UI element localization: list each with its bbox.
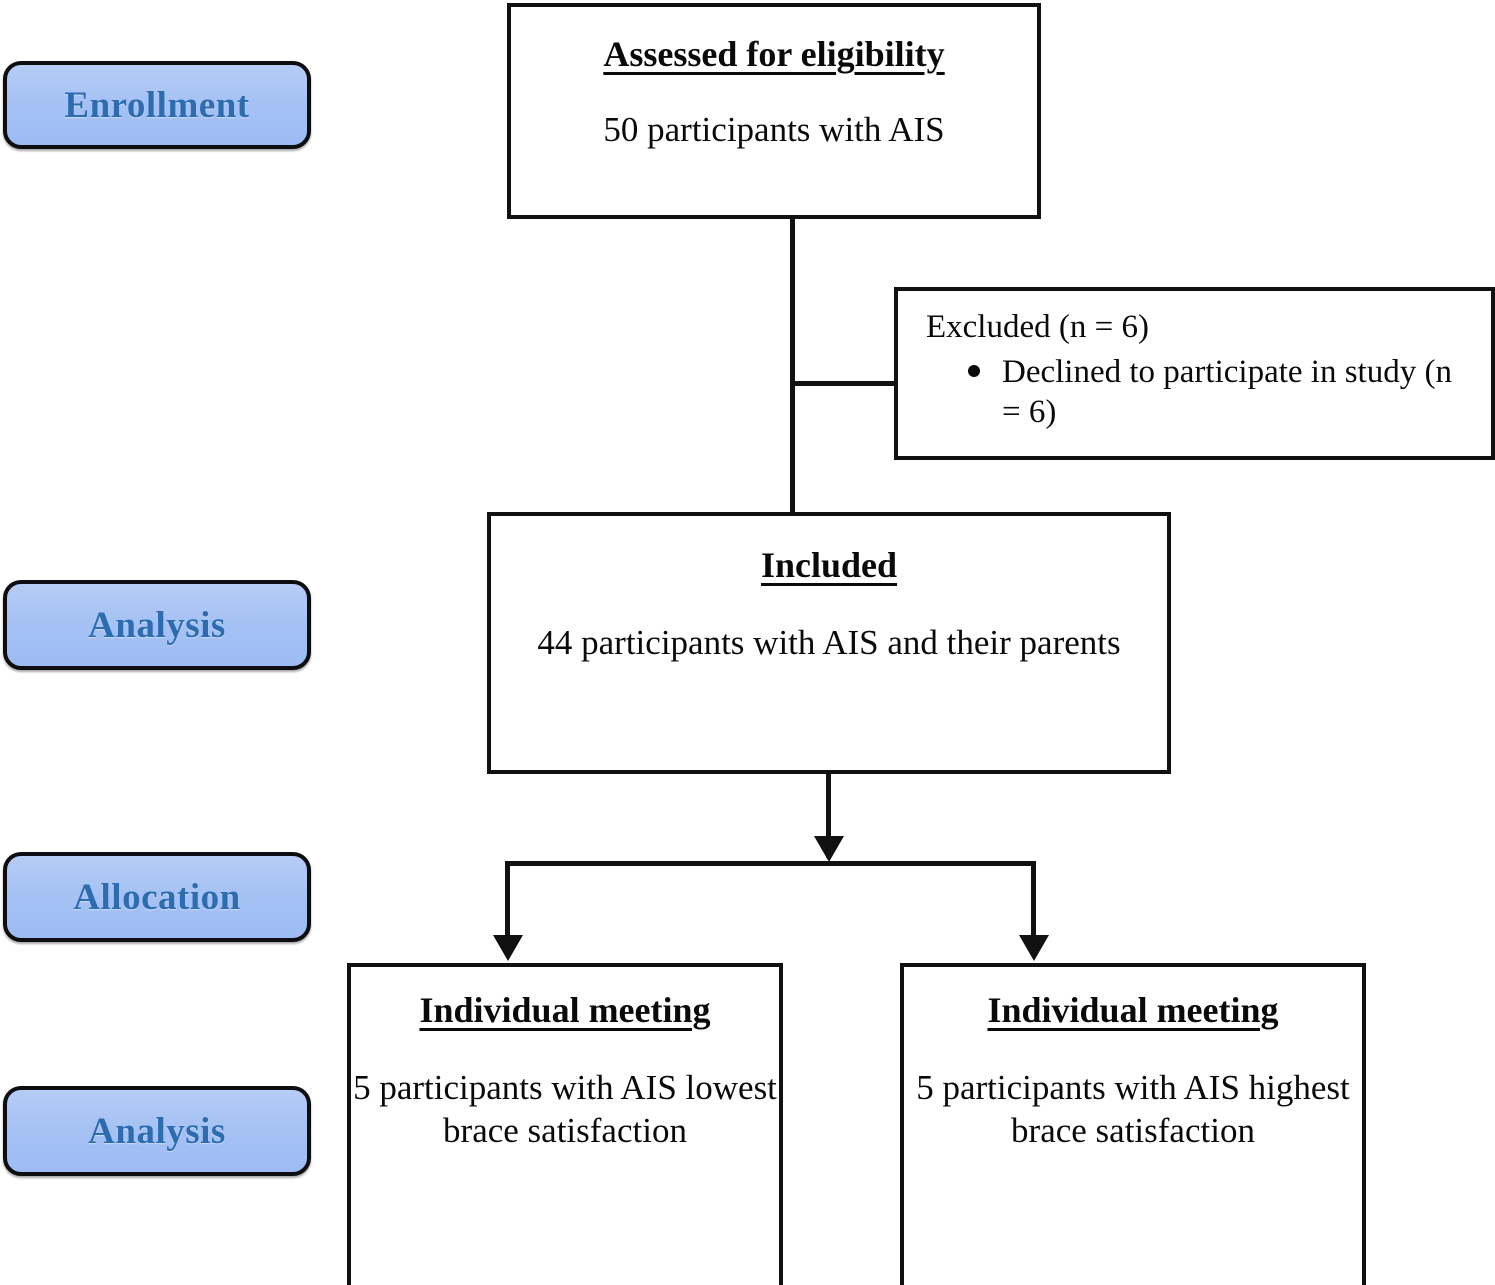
box-excluded-heading: Excluded (n = 6) bbox=[926, 309, 1149, 345]
stage-label-allocation: Allocation bbox=[3, 852, 311, 942]
box-included-text: 44 participants with AIS and their paren… bbox=[537, 623, 1121, 662]
stage-label-analysis-bottom-text: Analysis bbox=[88, 1110, 226, 1152]
box-excluded-reason-list: Declined to participate in study (n = 6) bbox=[926, 352, 1472, 433]
arrowhead-right-down-icon bbox=[1019, 935, 1049, 961]
stage-label-analysis-bottom: Analysis bbox=[3, 1086, 311, 1176]
connector-included-to-split bbox=[826, 774, 831, 858]
connector-assessed-to-included bbox=[790, 219, 795, 514]
box-assessed-for-eligibility: Assessed for eligibility 50 participants… bbox=[507, 3, 1041, 219]
connector-drop-right bbox=[1031, 861, 1036, 939]
stage-label-allocation-text: Allocation bbox=[73, 876, 241, 918]
arrowhead-included-down-icon bbox=[814, 836, 844, 862]
box-individual-meeting-lowest: Individual meeting 5 participants with A… bbox=[347, 963, 783, 1285]
box-assessed-text: 50 participants with AIS bbox=[603, 110, 945, 149]
box-assessed-title: Assessed for eligibility bbox=[603, 34, 945, 74]
box-lowest-title: Individual meeting bbox=[419, 990, 711, 1030]
box-highest-title: Individual meeting bbox=[987, 990, 1279, 1030]
connector-allocation-bus bbox=[505, 861, 1036, 866]
connector-drop-left bbox=[505, 861, 510, 939]
box-highest-text: 5 participants with AIS highest brace sa… bbox=[916, 1068, 1350, 1150]
box-excluded-reason-text: Declined to participate in study (n = 6) bbox=[1002, 354, 1452, 431]
stage-label-enrollment: Enrollment bbox=[3, 61, 311, 149]
connector-branch-to-excluded bbox=[790, 381, 897, 386]
box-included: Included 44 participants with AIS and th… bbox=[487, 512, 1171, 774]
box-individual-meeting-highest: Individual meeting 5 participants with A… bbox=[900, 963, 1366, 1285]
stage-label-analysis-top-text: Analysis bbox=[88, 604, 226, 646]
list-item: Declined to participate in study (n = 6) bbox=[968, 352, 1472, 433]
box-included-title: Included bbox=[760, 545, 898, 585]
box-lowest-text: 5 participants with AIS lowest brace sat… bbox=[353, 1068, 777, 1150]
box-excluded: Excluded (n = 6) Declined to participate… bbox=[894, 287, 1495, 460]
stage-label-enrollment-text: Enrollment bbox=[64, 84, 250, 126]
stage-label-analysis-top: Analysis bbox=[3, 580, 311, 670]
arrowhead-left-down-icon bbox=[493, 935, 523, 961]
bullet-point-icon bbox=[968, 365, 980, 377]
